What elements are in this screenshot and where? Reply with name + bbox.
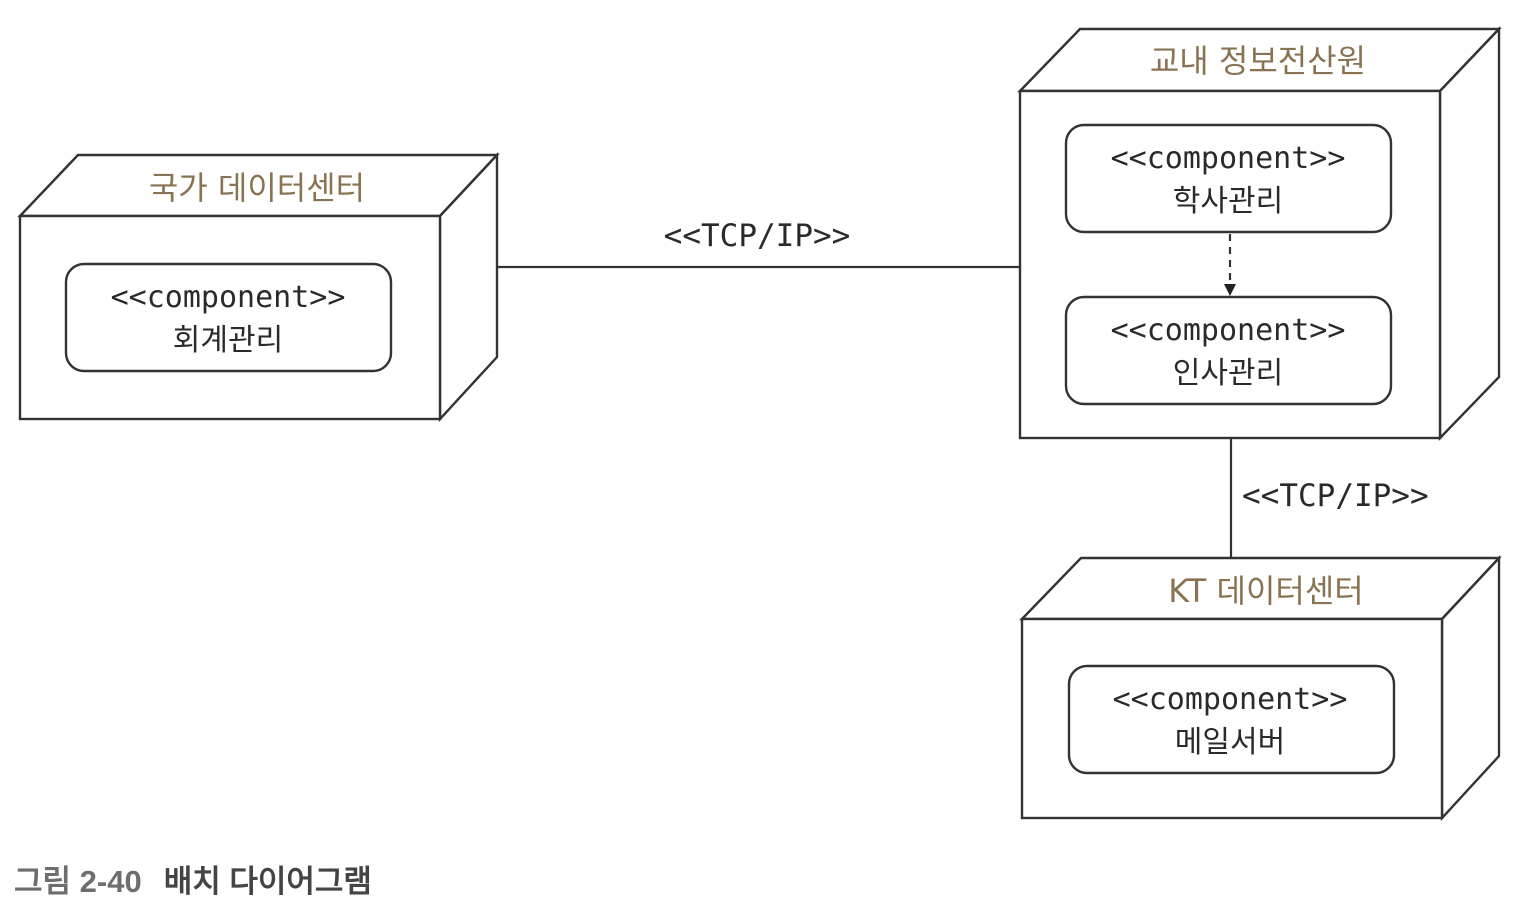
- link-label-campus-kt: <<TCP/IP>>: [1242, 478, 1429, 514]
- component-academic-name: 학사관리: [1173, 184, 1283, 219]
- component-accounting: [64, 262, 393, 373]
- node-campus-side-face: [1438, 25, 1501, 441]
- component-academic-stereotype: <<component>>: [1111, 141, 1346, 176]
- figure-caption: 그림 2-40 배치 다이어그램: [14, 856, 372, 901]
- component-mail-server-stereotype: <<component>>: [1113, 682, 1348, 717]
- component-accounting-name: 회계관리: [173, 323, 283, 358]
- figure-title: 배치 다이어그램: [163, 864, 372, 899]
- node-kt-datacenter: KT 데이터센터 <<component>> 메일서버: [1019, 554, 1502, 822]
- node-campus-computing-center: 교내 정보전산원 <<component>> 학사관리 <<component>…: [1017, 25, 1502, 441]
- component-accounting-stereotype: <<component>>: [111, 280, 346, 315]
- component-academic: [1064, 123, 1393, 234]
- component-mail-server: [1067, 664, 1396, 775]
- node-kt-title: KT 데이터센터: [1168, 572, 1363, 610]
- link-label-national-campus: <<TCP/IP>>: [664, 218, 851, 254]
- deployment-diagram: <<TCP/IP>> <<TCP/IP>> 국가 데이터센터 <<compone…: [17, 25, 1502, 822]
- component-mail-server-name: 메일서버: [1175, 725, 1285, 760]
- figure-number: 그림 2-40: [14, 864, 142, 899]
- component-hr-stereotype: <<component>>: [1111, 313, 1346, 348]
- node-national-datacenter: 국가 데이터센터 <<component>> 회계관리: [17, 151, 500, 423]
- component-hr: [1064, 295, 1393, 406]
- component-hr-name: 인사관리: [1173, 356, 1283, 391]
- node-campus-title: 교내 정보전산원: [1150, 42, 1366, 80]
- node-national-title: 국가 데이터센터: [149, 169, 365, 207]
